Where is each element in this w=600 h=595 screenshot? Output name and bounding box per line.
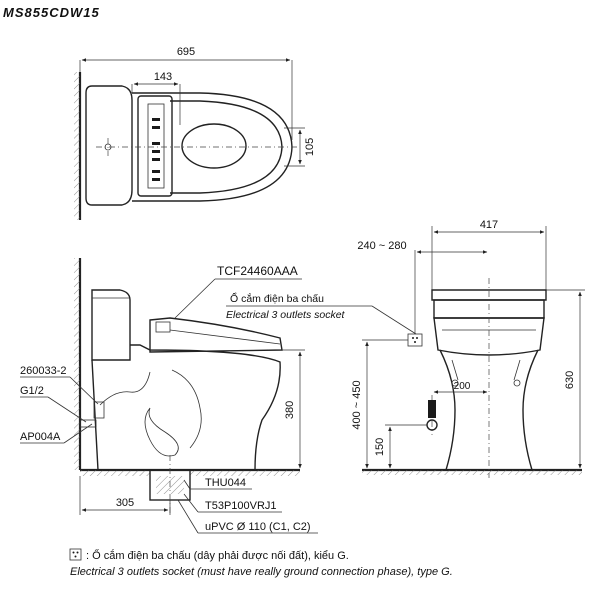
side-floor-hatch-left [80, 470, 150, 476]
front-bolt-left [451, 379, 459, 387]
side-seat-unit [149, 317, 283, 353]
legend-socket-box [69, 548, 82, 561]
part-valve-leader [69, 376, 99, 405]
front-bolts [451, 359, 521, 381]
side-seat-hinge [155, 321, 171, 333]
dim-305-label: 305 [116, 497, 134, 509]
outlet-label-en: Electrical 3 outlets socket [226, 309, 346, 321]
dim-200-label: 200 [454, 381, 471, 392]
top-control-panel [147, 103, 165, 189]
front-floor-hatch [362, 470, 582, 475]
part-upvc-label: uPVC Ø 110 (C1, C2) [205, 521, 311, 533]
seat-code-label: TCF24460AAA [217, 264, 298, 278]
top-tank [85, 85, 133, 206]
legend: : Ổ cắm điện ba chấu (dây phải được nối … [69, 548, 453, 578]
legend-line-en: Electrical 3 outlets socket (must have r… [70, 566, 453, 578]
front-seat-unit [433, 317, 545, 356]
front-view: 417 240 ~ 280 200 400 ~ 450 150 630 [351, 219, 585, 478]
side-floor-hatch-right [190, 470, 300, 476]
dim-417-label: 417 [480, 219, 498, 231]
side-wall-hatch [74, 258, 80, 470]
legend-line-vi: : Ổ cắm điện ba chấu (dây phải được nối … [86, 549, 349, 562]
side-wall-outlet [79, 419, 97, 428]
part-pipe-leader [183, 493, 199, 513]
front-outlet-socket [407, 333, 423, 347]
front-bolt-right [513, 379, 521, 387]
side-tank [91, 289, 131, 361]
top-bowl-opening [181, 123, 247, 169]
part-pipe-label: T53P100VRJ1 [205, 500, 277, 512]
dim-143-label: 143 [154, 71, 172, 83]
dim-socket-offset-label: 240 ~ 280 [357, 240, 406, 252]
top-control-buttons [152, 118, 160, 181]
top-seat-unit [137, 95, 173, 197]
dim-socket-height-label: 400 ~ 450 [351, 380, 363, 429]
part-hose-label: AP004A [20, 431, 61, 443]
top-wall-hatch [74, 72, 80, 220]
part-flange-label: THU044 [205, 477, 246, 489]
top-view: 695 143 105 [74, 46, 316, 220]
side-bowl-inner [171, 369, 202, 449]
dim-105-label: 105 [304, 138, 316, 156]
side-body [91, 344, 281, 471]
legend-socket-icon [72, 551, 79, 558]
side-supply-hose [99, 371, 151, 406]
part-upvc-leader [177, 499, 199, 534]
front-pedestal [439, 349, 539, 471]
outlet-label-vi: Ổ cắm điện ba chấu [230, 292, 324, 305]
part-thread-leader [47, 396, 87, 423]
side-view: TCF24460AAA Ổ cắm điện ba chấu Electrica… [20, 258, 417, 534]
side-seat-lid-line [169, 329, 281, 345]
dim-695-label: 695 [177, 46, 195, 58]
part-valve-label: 260033-2 [20, 365, 67, 377]
dim-150-label: 150 [374, 438, 386, 456]
front-supply-hose [428, 400, 436, 418]
socket-symbol [412, 337, 418, 343]
outlet-label-leader [371, 305, 417, 335]
seat-code-leader [174, 278, 216, 319]
part-hose-leader [63, 423, 93, 444]
side-stop-valve [93, 401, 105, 419]
part-flange-leader [183, 479, 191, 490]
part-thread-label: G1/2 [20, 385, 44, 397]
model-title: MS855CDW15 [3, 5, 100, 20]
dim-380-label: 380 [284, 401, 296, 419]
side-trapway [144, 407, 179, 457]
front-tank-lid [431, 289, 547, 301]
dim-630-label: 630 [564, 371, 576, 389]
